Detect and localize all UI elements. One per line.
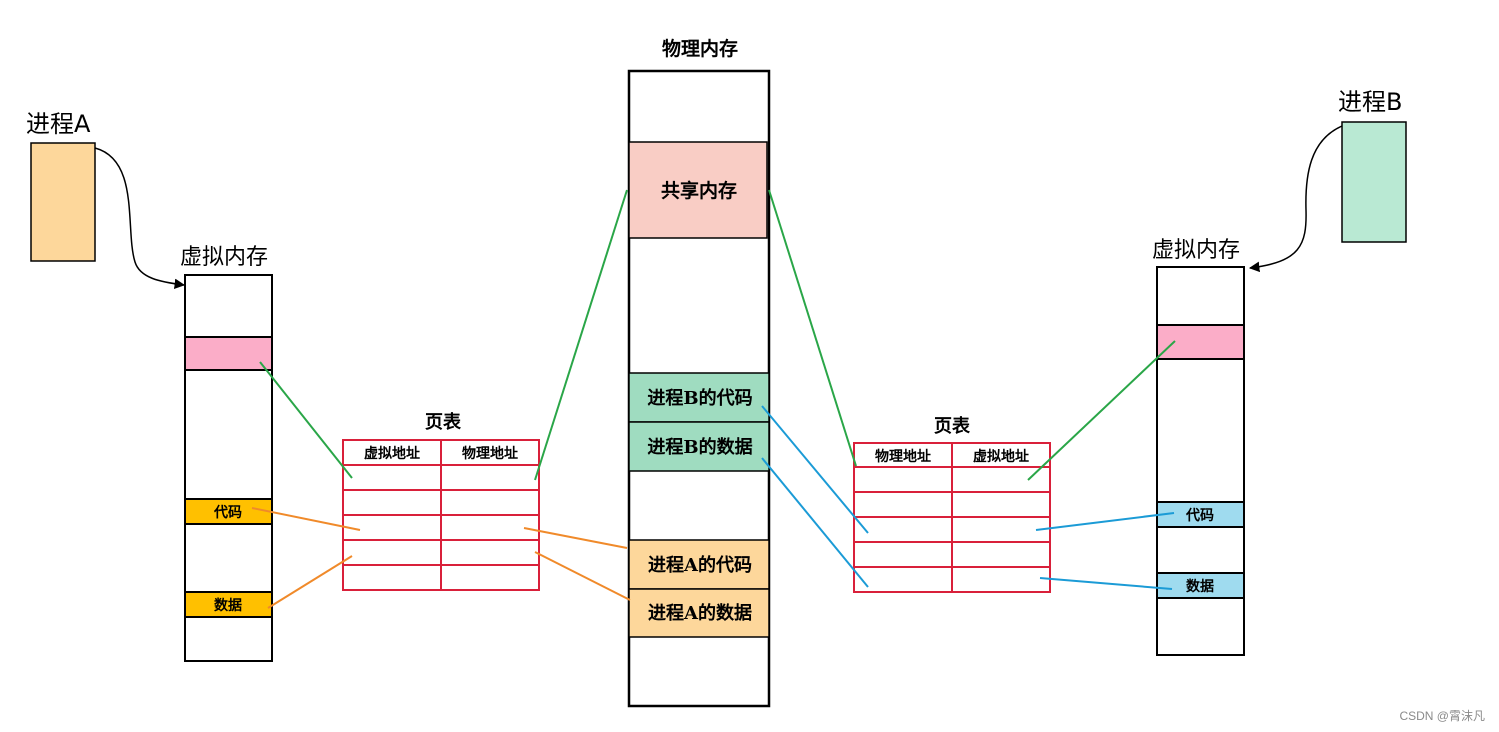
shared-mapping-lines bbox=[259, 189, 1176, 481]
page-table-right-col2: 虚拟地址 bbox=[973, 448, 1029, 465]
virtual-a-data-block bbox=[184, 591, 273, 618]
virtual-b-data-label: 数据 bbox=[1186, 578, 1214, 595]
page-table-left-col2: 物理地址 bbox=[462, 445, 518, 462]
physical-b-data-block bbox=[628, 421, 770, 472]
process-a-box bbox=[30, 142, 96, 262]
virtual-a-shared-block bbox=[184, 336, 273, 371]
virtual-b-data-block bbox=[1156, 572, 1245, 599]
process-b-label: 进程B bbox=[1338, 88, 1402, 116]
physical-shared-block bbox=[628, 141, 768, 239]
virtual-a-code-label: 代码 bbox=[213, 504, 242, 521]
virtual-a-code-block bbox=[184, 498, 273, 525]
physical-a-code-block bbox=[628, 539, 770, 590]
physical-b-code-block bbox=[628, 372, 770, 423]
virtual-b-shared-block bbox=[1156, 324, 1245, 360]
process-b-box bbox=[1341, 121, 1407, 243]
physical-b-data-label: 进程B的数据 bbox=[647, 436, 752, 458]
virtual-memory-a-label: 虚拟内存 bbox=[180, 245, 268, 270]
page-table-left-title: 页表 bbox=[425, 411, 462, 433]
watermark: CSDN @霄沫凡 bbox=[1399, 709, 1485, 723]
page-table-right-col1: 物理地址 bbox=[875, 448, 931, 465]
virtual-a-data-label: 数据 bbox=[214, 597, 242, 614]
process-a-mapping-lines bbox=[251, 507, 631, 609]
process-b-arrow bbox=[1248, 125, 1343, 273]
page-table-left-col1: 虚拟地址 bbox=[364, 445, 420, 462]
physical-b-code-label: 进程B的代码 bbox=[647, 387, 752, 409]
physical-shared-label: 共享内存 bbox=[661, 179, 737, 202]
virtual-b-code-label: 代码 bbox=[1185, 507, 1214, 524]
physical-a-data-label: 进程A的数据 bbox=[648, 602, 752, 624]
physical-memory-title: 物理内存 bbox=[662, 37, 738, 60]
physical-a-data-block bbox=[628, 588, 770, 638]
process-a-arrow bbox=[94, 147, 186, 290]
physical-a-code-label: 进程A的代码 bbox=[648, 554, 752, 576]
page-table-right bbox=[853, 442, 1051, 593]
virtual-memory-b-label: 虚拟内存 bbox=[1152, 238, 1240, 263]
process-a-label: 进程A bbox=[26, 110, 91, 138]
page-table-left bbox=[342, 439, 540, 591]
page-table-right-title: 页表 bbox=[934, 415, 971, 437]
process-b-mapping-lines bbox=[761, 405, 1175, 590]
